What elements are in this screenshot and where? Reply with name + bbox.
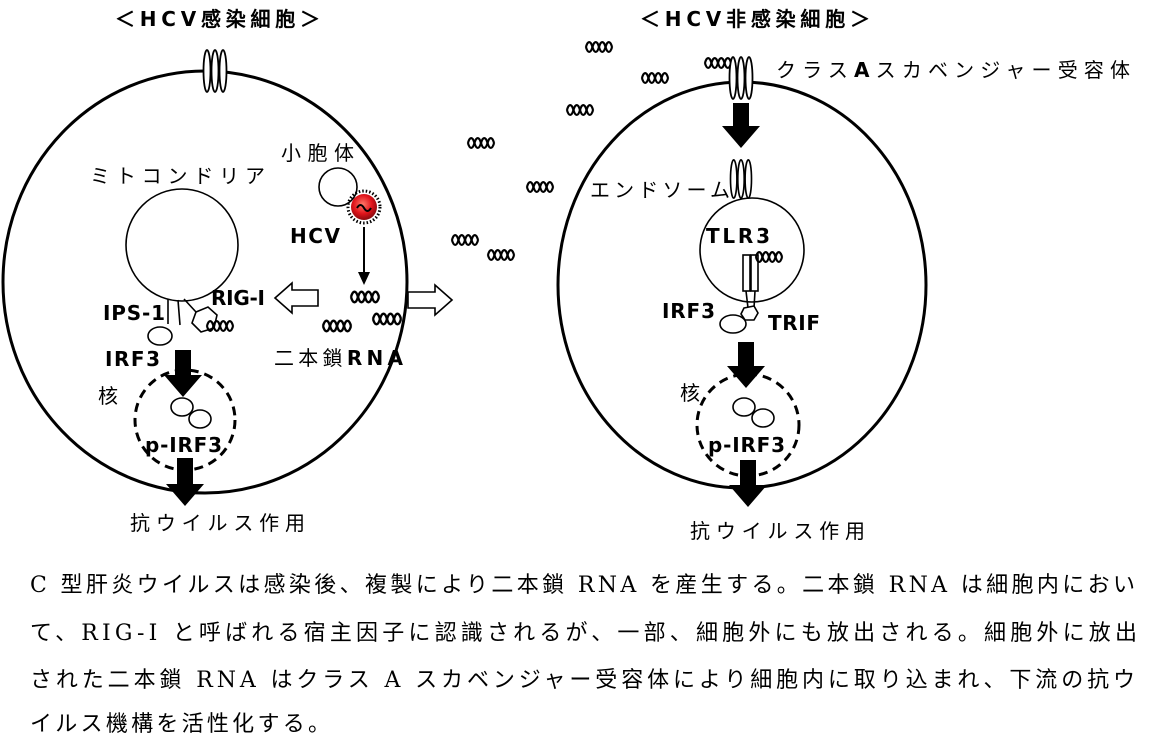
dsrna-icon (321, 319, 353, 333)
receptor-label-before: クラス (776, 58, 848, 82)
irf3-protein (147, 326, 173, 346)
hcv-label: HCV (290, 224, 341, 248)
p-irf3-label: p-IRF3 (145, 433, 222, 457)
endosome-label: エンドソーム (590, 178, 730, 202)
dsrna-icon (703, 56, 733, 70)
scavenger-receptor-icon (728, 56, 754, 100)
dsrna-icon (584, 40, 614, 54)
dsrna-icon (525, 180, 555, 194)
trif-label: TRIF (768, 311, 820, 335)
p-irf3-protein (188, 409, 212, 429)
hcv-virus-icon (346, 189, 382, 225)
caption-line: された二本鎖 RNA はクラス A スカベンジャー受容体により細胞内に取り込まれ… (30, 668, 1135, 693)
arrow-down-icon (164, 350, 202, 397)
hollow-arrow-left-icon (273, 281, 319, 315)
receptor-label-letter: A (854, 58, 870, 82)
dsrna-icon (349, 290, 381, 304)
er-vesicle (318, 167, 358, 207)
caption: C 型肝炎ウイルスは感染後、複製により二本鎖 RNA を産生する。二本鎖 RNA… (30, 573, 1137, 737)
p-irf3-protein (751, 408, 775, 428)
nucleus-label: 核 (98, 384, 118, 408)
dsrna-label-prefix: 二本鎖 (274, 346, 343, 370)
mitochondria (125, 188, 239, 302)
arrow-down-icon (722, 103, 760, 148)
dsrna-icon (486, 248, 516, 262)
caption-line: イルス機構を活性化する。 (30, 712, 330, 737)
p-irf3-protein (170, 397, 194, 417)
infected-cell-title: ＜HCV感染細胞＞ (115, 7, 320, 31)
antiviral-effect-label: 抗ウイルス作用 (690, 519, 865, 543)
irf3-label: IRF3 (105, 347, 160, 371)
irf3-label: IRF3 (662, 299, 715, 323)
endosome-receptor-icon (729, 158, 753, 200)
trif-protein (740, 305, 759, 321)
hollow-arrow-right-icon (407, 283, 454, 317)
p-irf3-protein (732, 397, 756, 417)
dsrna-icon (565, 103, 595, 117)
ips1-stalk (167, 299, 181, 326)
ips1-label: IPS-1 (103, 301, 165, 325)
infected-cell: ＜HCV感染細胞＞ ミトコンドリア IPS-1 RIG-I IRF3 小胞体 H… (1, 7, 454, 535)
p-irf3-label: p-IRF3 (708, 433, 785, 457)
receptor-label-after: スカベンジャー受容体 (876, 58, 1130, 82)
dsrna-label-abbr: RNA (347, 346, 404, 370)
arrow-down-icon (727, 342, 765, 388)
caption-line: て、RIG-I と呼ばれる宿主因子に認識されるが、一部、細胞外にも放出される。細… (30, 621, 1137, 646)
dsrna-icon (640, 71, 670, 85)
membrane-receptor-icon (202, 49, 228, 93)
rig-i-link (183, 298, 197, 313)
arrow-down-icon (729, 460, 767, 507)
tlr3-label: TLR3 (706, 224, 770, 248)
endosome (699, 197, 805, 303)
arrow-down-icon (166, 458, 204, 506)
rig-i-label: RIG-I (211, 286, 265, 310)
extracellular-dsrna (450, 40, 733, 262)
nucleus-label: 核 (680, 381, 700, 405)
mitochondria-label: ミトコンドリア (90, 164, 265, 188)
caption-line: C 型肝炎ウイルスは感染後、複製により二本鎖 RNA を産生する。二本鎖 RNA… (30, 573, 1135, 598)
dsrna-icon (450, 233, 480, 247)
uninfected-cell-title: ＜HCV非感染細胞＞ (640, 7, 870, 31)
replication-arrow (358, 227, 370, 285)
tlr3-receptor (742, 254, 751, 292)
antiviral-effect-label: 抗ウイルス作用 (130, 511, 305, 535)
dsrna-icon (371, 312, 403, 326)
er-label: 小胞体 (281, 141, 354, 165)
dsrna-icon (466, 136, 496, 150)
irf3-protein (719, 314, 747, 334)
